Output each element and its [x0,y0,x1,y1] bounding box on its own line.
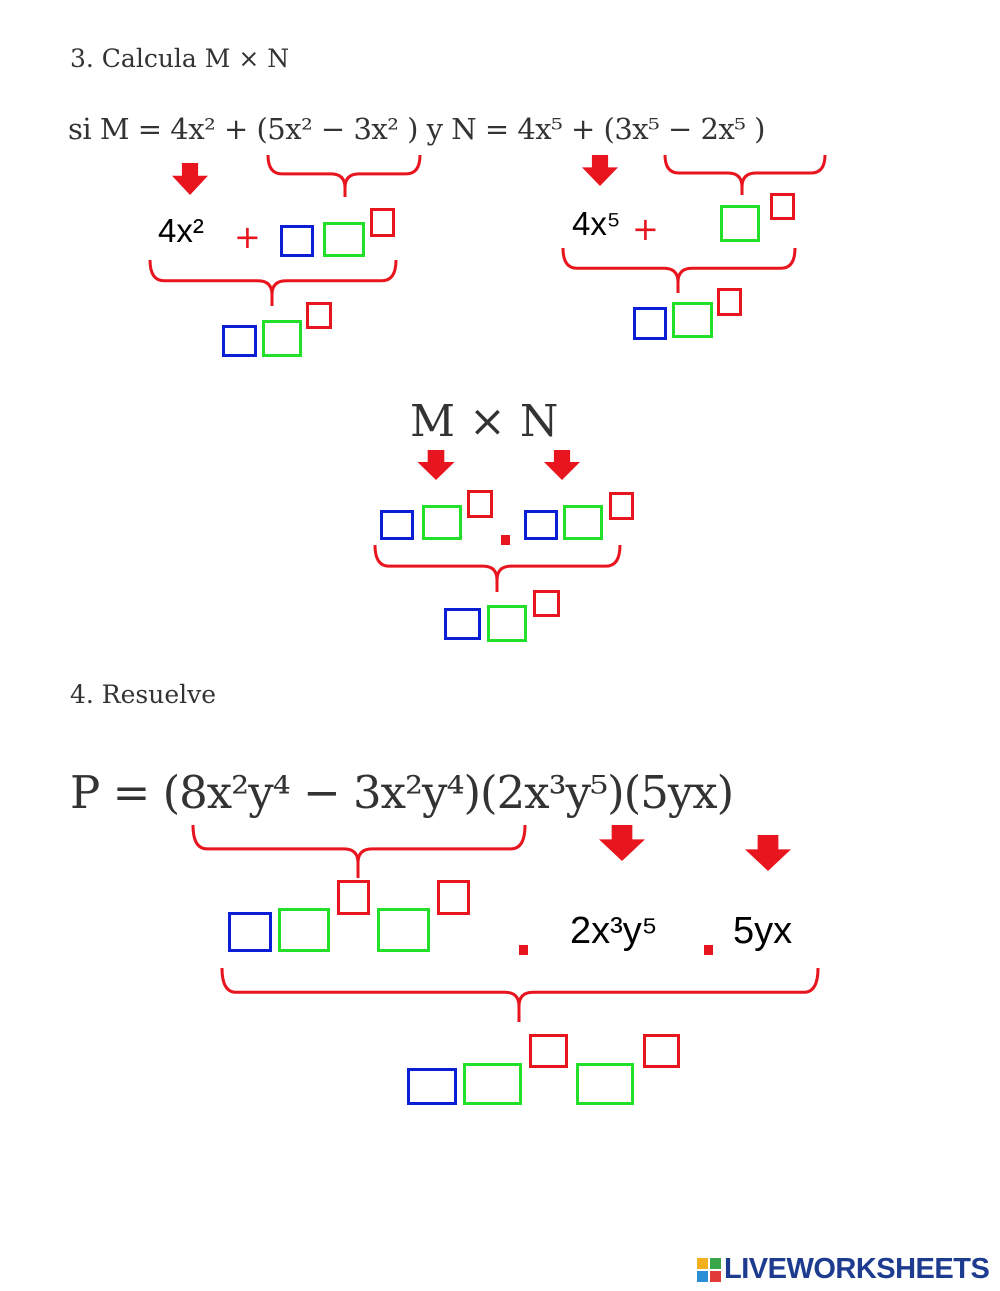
down-arrow-icon [172,163,208,195]
curly-brace [266,154,422,197]
curly-brace [561,247,797,293]
curly-brace [191,824,527,878]
variable-answer-box[interactable] [576,1063,634,1105]
variable-answer-box[interactable] [422,505,462,540]
variable-answer-box[interactable] [487,605,527,642]
exponent-answer-box[interactable] [306,302,332,329]
variable-answer-box[interactable] [278,908,330,952]
coefficient-answer-box[interactable] [524,510,558,540]
coefficient-answer-box[interactable] [280,225,314,257]
down-arrow-icon [544,450,580,480]
variable-answer-box[interactable] [262,320,302,357]
multiplication-dot [501,535,510,545]
logo-text: LIVEWORKSHEETS [724,1253,990,1285]
exponent-answer-box[interactable] [437,880,470,915]
curly-brace [373,544,622,592]
plus-sign: + [234,218,261,256]
exponent-answer-box[interactable] [770,193,795,220]
term-5yx: 5yx [733,910,793,952]
exponent-answer-box[interactable] [609,492,634,520]
exponent-answer-box[interactable] [467,490,493,518]
exponent-answer-box[interactable] [337,880,370,915]
variable-answer-box[interactable] [720,205,760,242]
exercise-3-heading: 3. Calcula M × N [70,44,290,73]
product-label: M × N [410,396,559,447]
exponent-answer-box[interactable] [533,590,560,617]
multiplication-dot [704,945,713,955]
variable-answer-box[interactable] [323,222,365,257]
term-2x3y5: 2x³y⁵ [570,910,658,952]
plus-sign: + [632,210,659,248]
down-arrow-icon [582,155,618,186]
variable-answer-box[interactable] [463,1063,522,1105]
exponent-answer-box[interactable] [529,1034,568,1068]
down-arrow-icon [417,450,455,480]
exercise-3-equation: si M = 4x² + (5x² − 3x² ) y N = 4x⁵ + (3… [68,112,765,146]
coefficient-answer-box[interactable] [444,608,481,640]
m-first-term: 4x² [158,212,204,249]
exponent-answer-box[interactable] [370,208,395,237]
n-first-term: 4x⁵ [572,205,621,242]
variable-answer-box[interactable] [563,505,603,540]
logo-mark-icon [697,1257,721,1282]
curly-brace [663,154,827,195]
liveworksheets-logo: LIVEWORKSHEETS [697,1253,990,1286]
down-arrow-icon [745,835,791,871]
exponent-answer-box[interactable] [643,1034,680,1068]
multiplication-dot [519,945,528,955]
variable-answer-box[interactable] [672,302,713,338]
coefficient-answer-box[interactable] [407,1068,457,1105]
exercise-4-equation: P = (8x²y⁴ − 3x²y⁴)(2x³y⁵)(5yx) [70,766,734,819]
coefficient-answer-box[interactable] [380,510,414,540]
coefficient-answer-box[interactable] [633,307,667,340]
exponent-answer-box[interactable] [717,288,742,316]
curly-brace [220,967,820,1022]
variable-answer-box[interactable] [377,908,430,952]
coefficient-answer-box[interactable] [222,325,257,357]
down-arrow-icon [599,825,645,861]
coefficient-answer-box[interactable] [228,912,272,952]
curly-brace [148,259,398,306]
exercise-4-heading: 4. Resuelve [70,680,217,709]
